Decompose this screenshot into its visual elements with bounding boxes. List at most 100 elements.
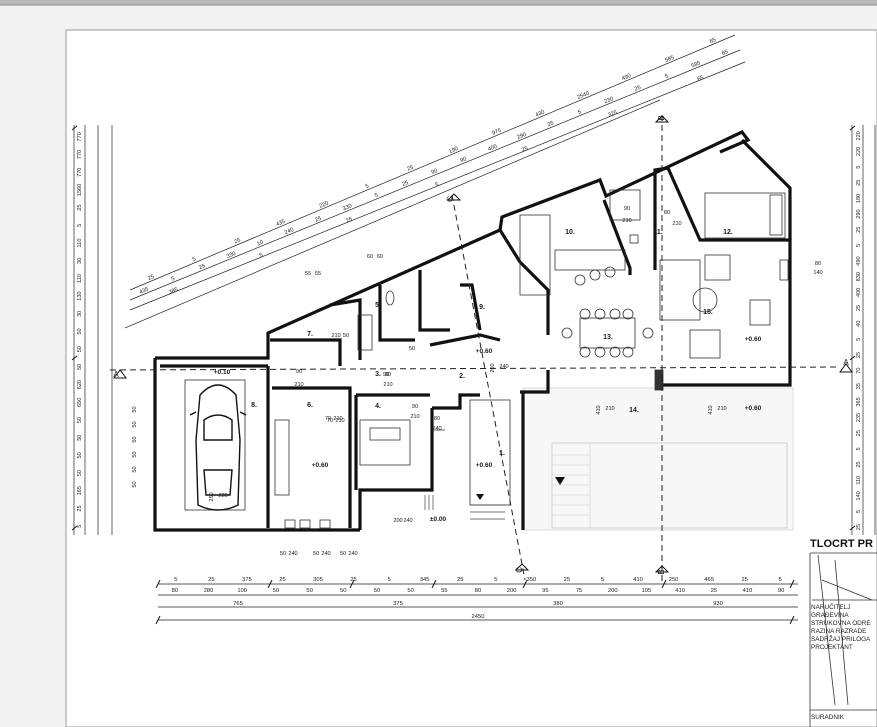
dimension-label: 30 (77, 258, 83, 264)
dimension-label: 5 (494, 577, 497, 583)
dimension-label: 25 (457, 577, 463, 583)
dimension-label: 280 (204, 588, 214, 594)
dimension-label: 25 (234, 238, 242, 246)
dimension-label: 290 (856, 209, 862, 218)
dimension-label: 50 (313, 551, 319, 557)
title-block-row: STRUKOVNA ODRE (811, 620, 871, 627)
dimension-label: 240 (432, 426, 441, 432)
dimension-label: 5 (856, 338, 862, 341)
dimension-label: 80 (475, 588, 481, 594)
dimension-label: 305 (313, 577, 323, 583)
dimension-label: 140 (856, 491, 862, 500)
dimension-label: 210 (410, 414, 419, 420)
dimension-label: 465 (704, 577, 714, 583)
dimension-label: 55 (305, 271, 311, 277)
dimension-label: 25 (402, 180, 410, 188)
dimension-label: 345 (420, 577, 430, 583)
section-markers (113, 115, 853, 573)
dimension-label: 25 (856, 227, 862, 233)
dimension-label: 25 (634, 85, 642, 93)
dimension-label: 210 (383, 382, 392, 388)
dimension-label: 830 (856, 272, 862, 281)
dimension-label: 210 (335, 418, 344, 424)
dimension-label: 110 (856, 476, 862, 485)
dimension-label: 25 (147, 274, 155, 282)
dimension-label: 585 (664, 55, 675, 64)
dimension-label: 5 (77, 224, 83, 227)
dimension-label: 90 (624, 206, 630, 212)
dimension-label: 55 (315, 271, 321, 277)
dimension-label: 25 (198, 263, 206, 271)
dimension-label: 765 (233, 601, 243, 607)
dimension-label: 5 (77, 525, 83, 528)
dimension-label: 60 (377, 254, 383, 260)
dimension-label: 400 (856, 288, 862, 297)
dimension-label: 90 (460, 156, 468, 164)
dimension-label: 95 (542, 588, 548, 594)
car-icon (189, 384, 247, 511)
dimension-label: 585 (691, 60, 702, 69)
window-top-bar (0, 0, 877, 5)
dimension-label: 290 (516, 132, 527, 141)
dimension-label: 25 (350, 577, 356, 583)
dimension-label: 5 (435, 182, 440, 189)
dimension-label: 5 (856, 166, 862, 169)
dimension-label: 620 (77, 380, 83, 389)
dimension-label: 240 (321, 551, 330, 557)
dimension-label: 50 (77, 364, 83, 370)
title-block-row: SURADNIK (811, 714, 845, 721)
dimension-label: 50 (132, 436, 138, 442)
room-label-7: 7. (307, 331, 313, 338)
dimension-label: 5 (259, 253, 264, 260)
dimension-label: 30 (77, 311, 83, 317)
dimension-label: 5 (664, 73, 669, 80)
dimension-label: 50 (77, 417, 83, 423)
dimension-labels-right: 2202205251802902554908304002540525703536… (856, 131, 862, 530)
dimension-label: 25 (547, 120, 555, 128)
dimension-label: 220 (319, 201, 330, 210)
dimension-label: 65 (697, 75, 705, 83)
dimension-label: 25 (856, 352, 862, 358)
room-label-10: 10. (565, 229, 575, 236)
title-block-row: NARUČITELJ (811, 604, 851, 611)
dimension-label: 50 (409, 346, 415, 352)
room-label-15: 15. (703, 309, 713, 316)
dimension-label: 25 (314, 216, 322, 224)
dimension-label: 210 (717, 406, 726, 412)
dimension-label: 5 (856, 510, 862, 513)
dimension-label: 25 (856, 180, 862, 186)
dimension-label: 50 (132, 466, 138, 472)
section-label-b: B (657, 569, 666, 574)
dimension-label: 50 (280, 551, 286, 557)
dimension-label: 200 (608, 588, 618, 594)
dimension-label: 210 (294, 382, 303, 388)
dimension-label: 80 (434, 416, 440, 422)
dimension-label: 25 (564, 577, 570, 583)
dimension-label: 25 (856, 430, 862, 436)
room-label-4: 4. (375, 403, 381, 410)
dimension-label: 50 (340, 588, 346, 594)
title-block-row: RAZINA RAZRADE (811, 628, 867, 635)
dimension-label: 5 (387, 577, 390, 583)
dimension-label: 105 (642, 588, 652, 594)
room-label-12: 12. (723, 229, 733, 236)
level-labels: +0.10+0.60+0.60+0.60+0.60+0.60±0.00 (214, 336, 762, 523)
drawing-sheet (65, 29, 877, 727)
dimension-label: 400 (487, 144, 498, 153)
dimension-label: 770 (77, 168, 83, 177)
dimension-label: 200 (507, 588, 517, 594)
dimension-label: 50 (340, 551, 346, 557)
level-arrows (476, 477, 565, 500)
dimension-label: 35 (856, 383, 862, 389)
dimension-label: 55 (441, 588, 447, 594)
dimension-label: 90 (385, 372, 391, 378)
title-block-row: PROJEKTANT (811, 644, 853, 651)
dimension-label: 210 (333, 416, 342, 422)
dimension-label: 250 (209, 492, 215, 501)
dimension-label: 770 (77, 132, 83, 141)
interior-details (184, 189, 789, 529)
dimension-label: 50 (132, 451, 138, 457)
dimension-label: 25 (208, 577, 214, 583)
